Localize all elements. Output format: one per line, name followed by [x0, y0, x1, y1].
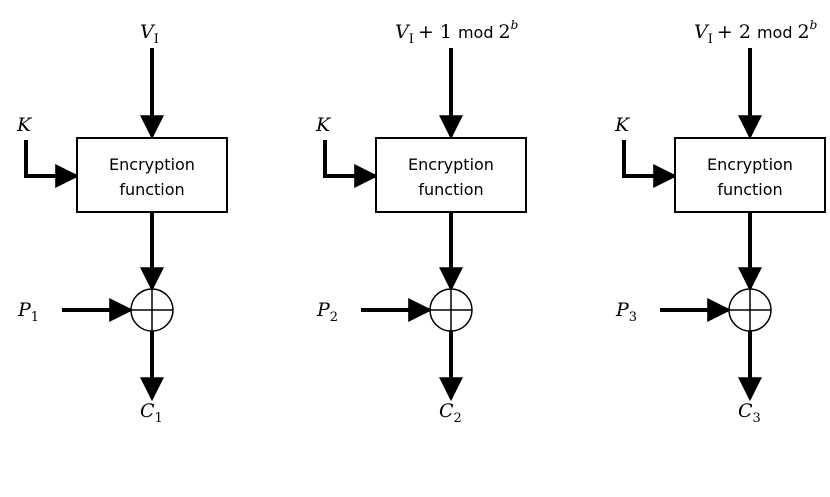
- encryption-box-label-3: Encryption: [707, 155, 793, 174]
- ciphertext-label-2: C2: [439, 400, 462, 426]
- ciphertext-label-1: C1: [140, 400, 163, 426]
- key-arrow-3: [622, 140, 678, 188]
- encryption-box-2: [375, 137, 527, 213]
- encryption-box-1: [76, 137, 228, 213]
- key-label-2: K: [315, 114, 332, 136]
- key-label-3: K: [614, 114, 631, 136]
- key-arrow-1: [24, 140, 80, 188]
- xor-icon-2: [429, 288, 473, 332]
- key-arrow-2: [323, 140, 379, 188]
- encryption-box-label-2: Encryption: [408, 155, 494, 174]
- encryption-box-label-2-2: function: [418, 180, 483, 199]
- plaintext-label-2: P2: [316, 299, 338, 325]
- plaintext-label-1: P1: [17, 299, 39, 325]
- stage-1: VI K Encryption function P1 C1: [16, 21, 228, 426]
- ciphertext-label-3: C3: [738, 400, 761, 426]
- encryption-box-label-2-1: function: [119, 180, 184, 199]
- xor-icon-1: [130, 288, 174, 332]
- encryption-box-label-2-3: function: [717, 180, 782, 199]
- counter-label-1: VI: [140, 21, 159, 47]
- plaintext-label-3: P3: [615, 299, 637, 325]
- encryption-box-label-1: Encryption: [109, 155, 195, 174]
- encryption-box-3: [674, 137, 826, 213]
- xor-icon-3: [728, 288, 772, 332]
- key-label-1: K: [16, 114, 33, 136]
